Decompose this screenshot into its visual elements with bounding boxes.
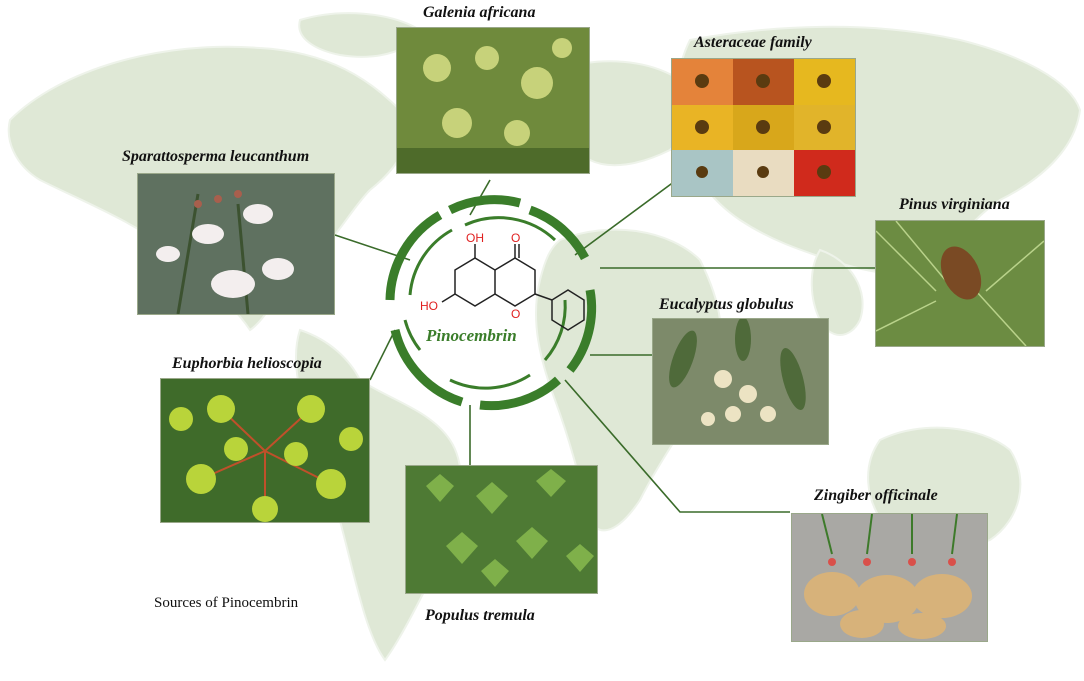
plant-photo-asteraceae [671,58,856,197]
plant-photo-sparattosperma [137,173,335,315]
oh-top-label: OH [466,231,484,245]
pinocembrin-structure [441,244,585,331]
ring-o-label: O [511,307,520,321]
central-ring [385,195,597,411]
plant-photo-eucalyptus [652,318,829,445]
plant-photo-zingiber [791,513,988,642]
compound-name: Pinocembrin [426,326,517,345]
figure-caption: Sources of Pinocembrin [154,595,299,611]
plant-photo-euphorbia [160,378,370,523]
atom-labels: OH O HO O [420,231,520,321]
plant-photo-populus [405,465,598,594]
plant-label-galenia: Galenia africana [423,4,536,21]
plant-label-sparattosperma: Sparattosperma leucanthum [122,148,310,165]
oh-left-label: HO [420,299,438,313]
plant-label-pinus: Pinus virginiana [899,196,1010,213]
plant-label-euphorbia: Euphorbia helioscopia [172,355,322,372]
plant-label-zingiber: Zingiber officinale [814,487,938,504]
plant-label-eucalyptus: Eucalyptus globulus [659,296,794,313]
connector-lines [334,169,875,513]
plant-photo-galenia [396,27,590,174]
plant-label-populus: Populus tremula [425,607,535,624]
plant-photo-pinus [875,220,1045,347]
ketone-o-label: O [511,231,520,245]
plant-label-asteraceae: Asteraceae family [694,34,812,51]
